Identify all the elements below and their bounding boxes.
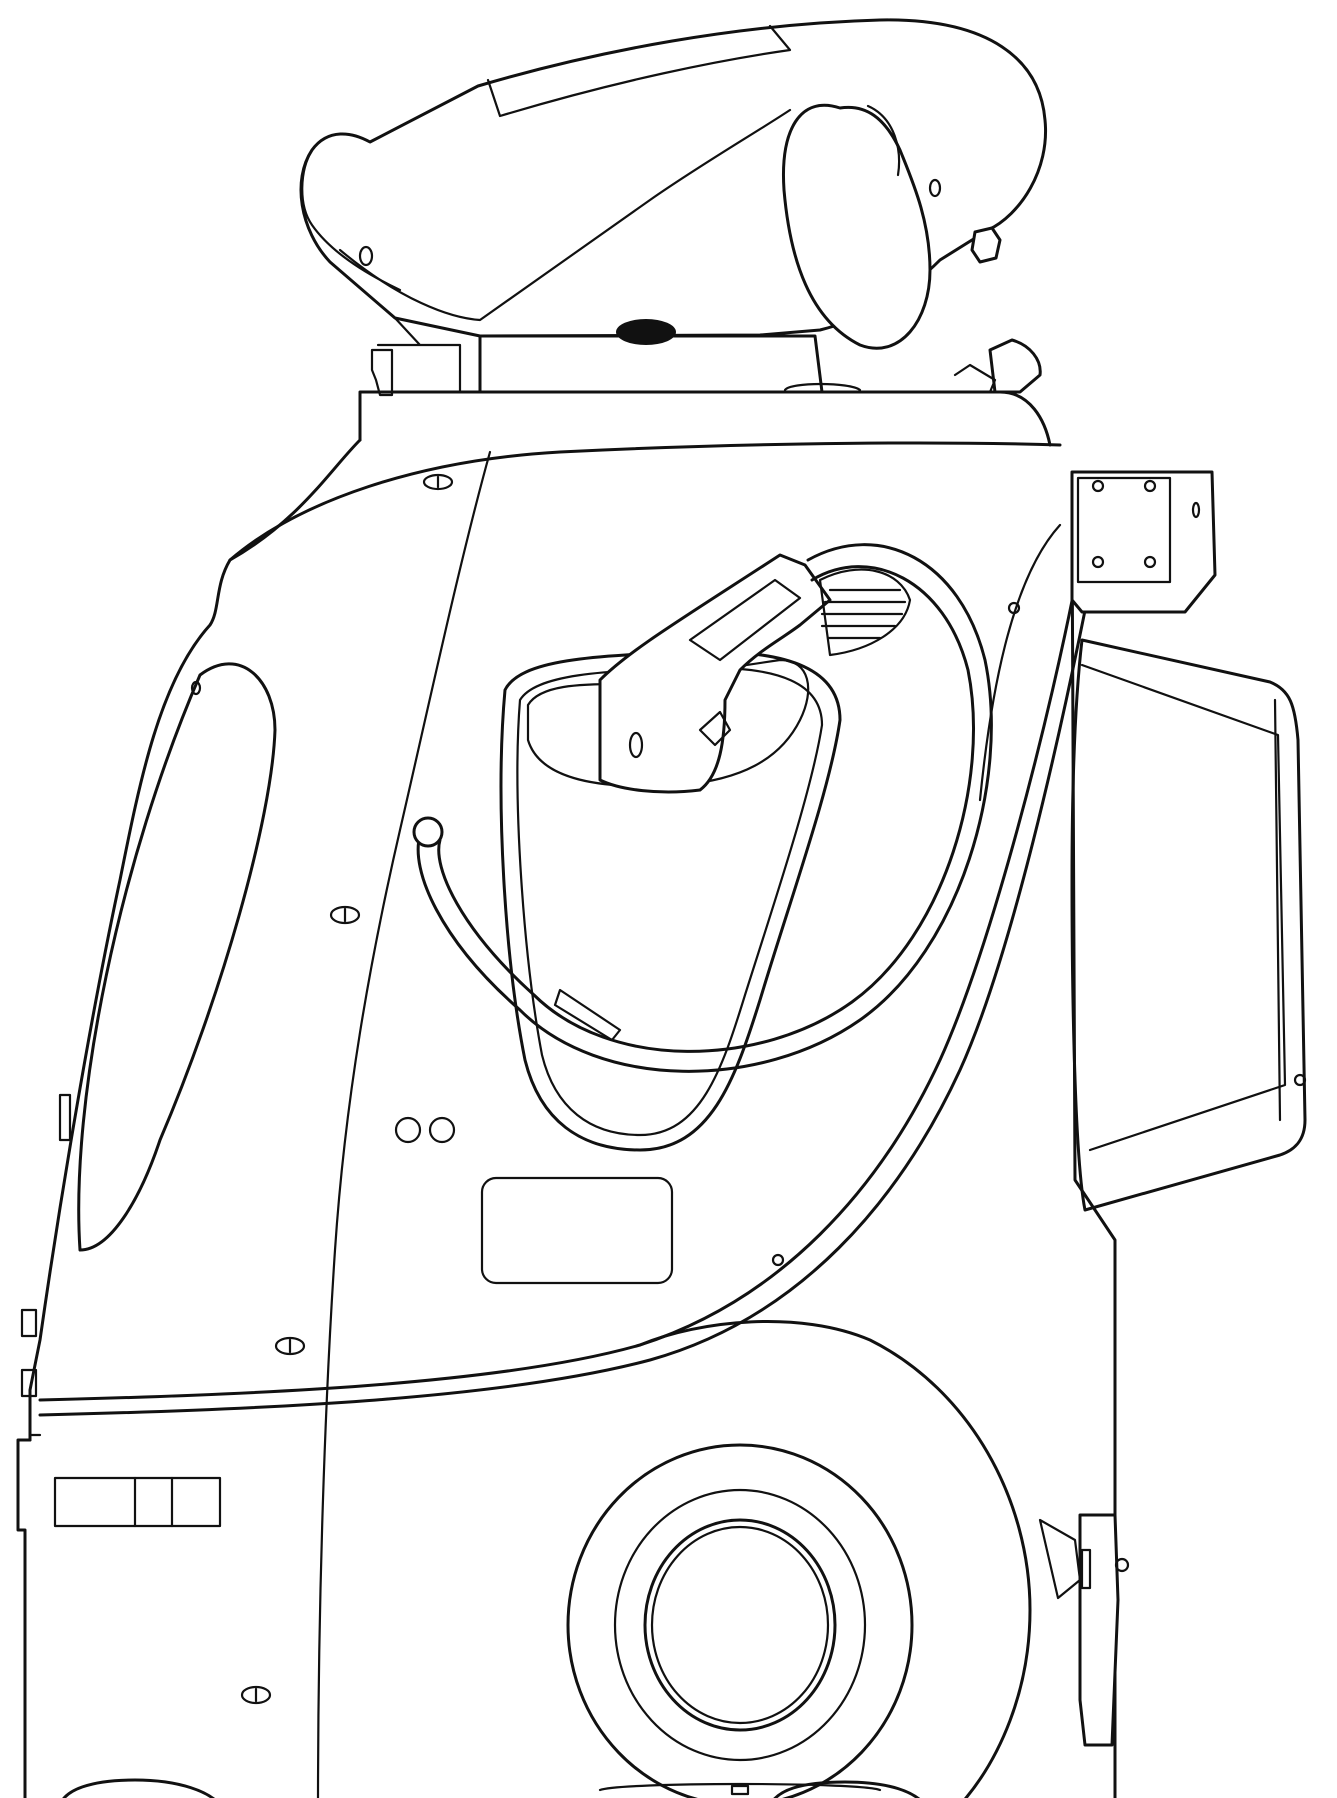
top-deck-outline: [360, 392, 1050, 445]
head-lower-diagonal: [340, 110, 790, 320]
wheel-cover-tab: [732, 1786, 748, 1794]
body-screw-2: [773, 1255, 783, 1265]
main-body: [30, 440, 1115, 1798]
label-plate: [482, 1178, 672, 1283]
drive-wheel-outer: [568, 1445, 912, 1798]
front-bumper: [55, 1478, 220, 1526]
head-screw-hole-left: [360, 247, 372, 265]
head-screw-hole-right: [930, 180, 940, 196]
top-deck: [360, 340, 1050, 445]
rear-handle-wedge: [1040, 1520, 1080, 1598]
front-side-tab: [60, 1095, 70, 1140]
base-outline: [18, 1440, 1115, 1798]
front-caster: [60, 1780, 220, 1798]
front-sensor-panel: [79, 664, 275, 1250]
body-upper-swoosh: [230, 443, 1060, 560]
body-lower-belt-inner: [40, 560, 1095, 1415]
body-rear-seam: [980, 525, 1060, 800]
display-screen: [1082, 665, 1285, 1150]
connector-port-1: [396, 1118, 420, 1142]
left-clip: [372, 350, 392, 395]
lower-base: [18, 1095, 1115, 1798]
drive-wheel-hub-inner: [652, 1527, 828, 1723]
rear-display-assembly: [1040, 472, 1305, 1745]
display-housing: [1072, 640, 1305, 1210]
front-tab-upper: [22, 1310, 36, 1336]
display-mount-bracket: [1072, 472, 1215, 612]
body-front-contour: [30, 440, 360, 1440]
head-shell: [301, 20, 1046, 336]
charging-holster: [414, 545, 991, 1150]
head-rotation-knob: [616, 319, 676, 345]
head-front-face: [302, 150, 400, 290]
sensor-head: [301, 20, 1046, 392]
head-side-pod: [783, 105, 930, 348]
connector-port-2: [430, 1118, 454, 1142]
body-front-seam: [318, 452, 490, 1798]
emergency-stop-collar: [955, 365, 995, 392]
drive-wheel-hub: [645, 1520, 835, 1730]
cable-grommet: [414, 818, 442, 846]
emergency-stop-button: [990, 340, 1040, 392]
speaker-grille: [820, 570, 910, 655]
head-rear-knob: [972, 228, 1000, 262]
wheel-arch: [640, 1321, 1030, 1798]
